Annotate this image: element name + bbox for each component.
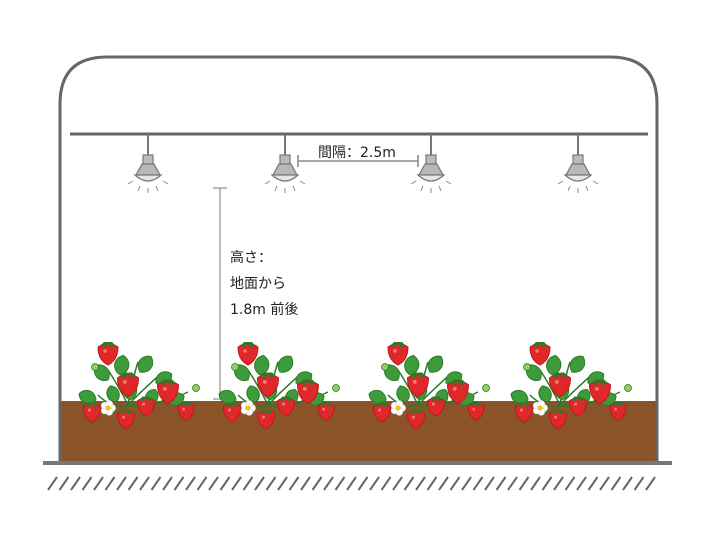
height-label-line1: 高さ： — [230, 249, 272, 266]
grow-lamp — [264, 134, 306, 193]
strawberry-plant — [78, 342, 200, 430]
grow-lamp — [557, 134, 599, 193]
spacing-label: 間隔：2.5m — [318, 145, 396, 161]
height-label-line2: 地面から — [230, 276, 286, 292]
greenhouse-frame — [58, 55, 659, 463]
strawberry-plant — [368, 342, 490, 430]
ground-hatching — [47, 476, 656, 491]
spacing-dimension — [297, 155, 419, 167]
height-dimension — [213, 187, 227, 400]
strawberry-plant — [218, 342, 340, 430]
grow-lamp — [410, 134, 452, 193]
grow-lamp — [127, 134, 169, 193]
height-label-line3: 1.8m 前後 — [230, 301, 298, 318]
plant-group — [78, 342, 632, 430]
lamp-group — [127, 134, 599, 193]
strawberry-plant — [510, 342, 632, 430]
